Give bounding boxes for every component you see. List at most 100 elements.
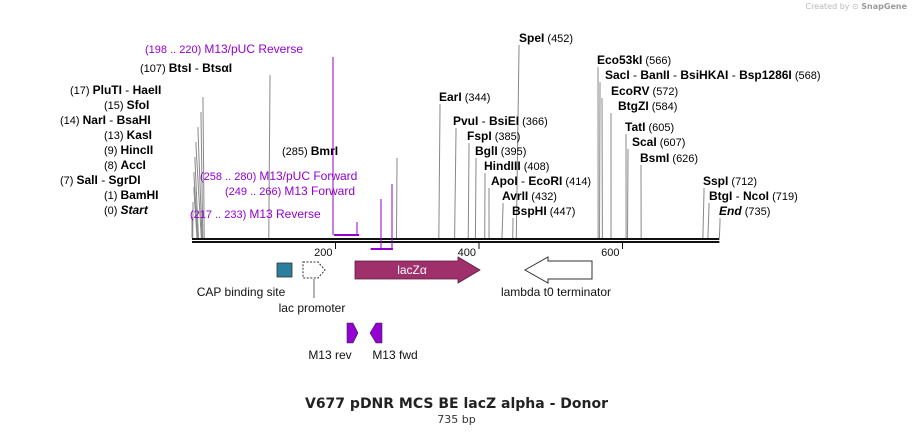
site-label: ScaI (607) [632, 135, 685, 149]
site-separator: - [732, 189, 743, 203]
enzyme-name: KasI [127, 128, 152, 142]
map-length: 735 bp [437, 413, 476, 426]
site-position: (584) [649, 101, 678, 113]
enzyme-name: BanII [640, 68, 669, 82]
enzyme-name: SpeI [519, 31, 544, 45]
site-label: BsmI (626) [640, 151, 698, 165]
site-position: (1) [104, 190, 121, 202]
enzyme-name: FspI [467, 129, 492, 143]
primer-label: (217 .. 233) M13 Reverse [190, 207, 321, 221]
site-leader-lines [191, 45, 721, 239]
site-position: (572) [649, 86, 678, 98]
enzyme-name: BglI [475, 144, 498, 158]
site-label: AvrII (432) [502, 189, 557, 203]
backbone-tick-label: 400 [458, 247, 476, 259]
enzyme-name: SspI [703, 174, 728, 188]
site-leader-line [501, 203, 504, 239]
site-position: (15) [104, 100, 127, 112]
enzyme-name: PvuI [453, 114, 478, 128]
enzyme-name: BtgZI [618, 99, 649, 113]
site-position: (447) [547, 206, 576, 218]
site-label: (285) BmrI [282, 144, 338, 158]
m13-fwd-arrow [369, 322, 383, 344]
enzyme-name: Bsp1286I [739, 68, 792, 82]
site-label: SpeI (452) [519, 31, 573, 45]
site-label: (17) PluTI - HaeII [70, 83, 161, 97]
enzyme-name: NcoI [743, 189, 769, 203]
site-label: EcoRV (572) [611, 84, 678, 98]
enzyme-name: BamHI [121, 188, 159, 202]
site-label: SspI (712) [703, 174, 757, 188]
enzyme-name: SfoI [127, 98, 150, 112]
site-leader-line [193, 187, 198, 239]
site-position: (107) [140, 63, 169, 75]
site-label: (13) KasI [104, 128, 152, 142]
site-separator: - [106, 113, 117, 127]
enzyme-name: EcoRI [528, 174, 562, 188]
site-position: (566) [642, 55, 671, 67]
enzyme-name: AvrII [502, 189, 528, 203]
site-separator: - [191, 61, 202, 75]
enzyme-name: TatI [625, 120, 645, 134]
primer-range: (249 .. 266) [225, 186, 284, 198]
site-position: (432) [528, 191, 557, 203]
enzyme-name: BsmI [640, 151, 669, 165]
primer-range: (198 .. 220) [145, 44, 204, 56]
site-leader-line [194, 157, 199, 239]
primer-name: M13 Reverse [249, 207, 321, 221]
map-title: V677 pDNR MCS BE lacZ alpha - Donor [304, 396, 609, 412]
site-position: (9) [104, 145, 121, 157]
enzyme-name: BtgI [709, 189, 732, 203]
m13-rev-label: M13 rev [308, 348, 351, 362]
site-label: EarI (344) [439, 90, 490, 104]
site-label: BspHI (447) [512, 204, 575, 218]
site-position: (712) [728, 176, 757, 188]
site-label: BtgZI (584) [618, 99, 677, 113]
primer-name: M13/pUC Forward [259, 169, 357, 183]
site-label: BglI (395) [475, 144, 526, 158]
site-label: (9) HincII [104, 143, 153, 157]
site-position: (735) [742, 206, 771, 218]
site-label: End (735) [719, 204, 770, 218]
enzyme-name: EarI [439, 90, 462, 104]
enzyme-name: BsiEI [489, 114, 519, 128]
site-label: (0) Start [104, 203, 149, 217]
enzyme-name: BspHI [512, 204, 547, 218]
enzyme-name: HindIII [484, 159, 521, 173]
primer-label: (198 .. 220) M13/pUC Reverse [145, 42, 303, 56]
site-label: (14) NarI - BsaHI [60, 113, 151, 127]
site-label: (7) SalI - SgrDI [60, 173, 141, 187]
enzyme-name: NarI [83, 113, 106, 127]
site-label: HindIII (408) [484, 159, 549, 173]
site-position: (0) [104, 205, 121, 217]
site-leader-line [195, 142, 202, 239]
site-separator: - [98, 173, 109, 187]
enzyme-name: SgrDI [109, 173, 141, 187]
site-position: (14) [60, 115, 83, 127]
lambda-t0-terminator-arrow [523, 256, 593, 284]
site-position: (408) [521, 161, 550, 173]
site-position: (8) [104, 160, 121, 172]
lacz-alpha-arrow [354, 256, 481, 284]
site-position: (395) [498, 146, 527, 158]
enzyme-name: ApoI [491, 174, 518, 188]
site-leader-line [197, 127, 203, 239]
site-separator: - [122, 83, 133, 97]
site-label: (107) BtsI - BtsαI [140, 61, 232, 75]
site-separator: - [670, 68, 681, 82]
site-leader-line [707, 203, 710, 239]
site-leader-line [193, 172, 199, 239]
site-label: SacI - BanII - BsiHKAI - Bsp1286I (568) [605, 68, 821, 82]
site-leader-line [395, 158, 398, 239]
site-leader-line [467, 143, 470, 239]
cap-binding-site-box [276, 262, 293, 278]
site-label: PvuI - BsiEI (366) [453, 114, 548, 128]
enzyme-name: BtsαI [202, 61, 232, 75]
enzyme-name: SacI [605, 68, 630, 82]
site-position: (719) [769, 191, 798, 203]
site-position: (13) [104, 130, 127, 142]
enzyme-name: ScaI [632, 135, 657, 149]
site-label: Eco53kI (566) [597, 53, 671, 67]
